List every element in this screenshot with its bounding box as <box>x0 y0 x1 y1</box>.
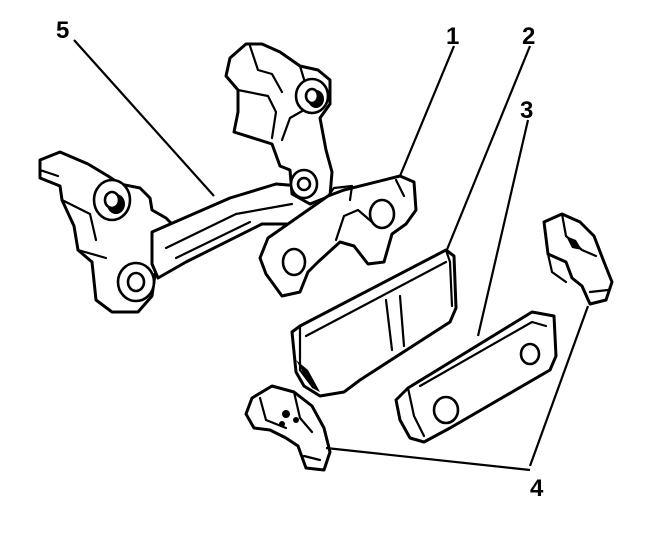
callout-4: 4 <box>530 475 544 502</box>
inner-brake-pad <box>290 248 458 398</box>
leader-4a <box>528 305 590 467</box>
callout-3: 3 <box>520 97 533 124</box>
leader-5 <box>73 39 215 197</box>
leader-lines <box>73 39 590 472</box>
leader-4b <box>325 446 531 472</box>
callouts: 1 2 3 4 5 <box>56 17 544 502</box>
leader-2 <box>444 45 532 253</box>
callout-2: 2 <box>522 23 535 50</box>
callout-5: 5 <box>56 17 69 44</box>
caliper-bracket <box>38 42 334 314</box>
leader-3 <box>476 119 530 337</box>
callout-1: 1 <box>446 23 459 50</box>
pad-clip-lower-left <box>244 384 332 472</box>
leader-1 <box>398 45 456 177</box>
outer-brake-pad <box>394 310 558 444</box>
pad-clip-upper-right <box>542 212 614 306</box>
